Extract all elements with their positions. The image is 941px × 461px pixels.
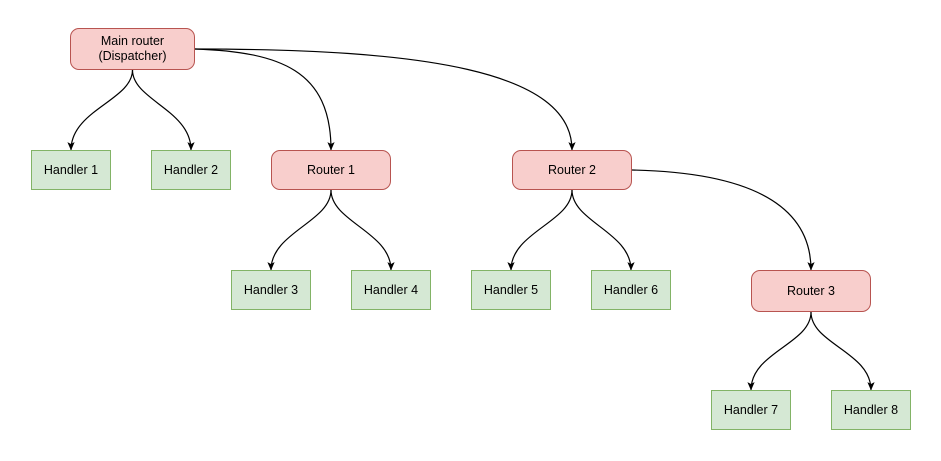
node-label-handler8: Handler 8 bbox=[843, 402, 899, 417]
node-handler1[interactable]: Handler 1 bbox=[31, 150, 111, 190]
node-router3[interactable]: Router 3 bbox=[751, 270, 871, 312]
node-label-main: Main router (Dispatcher) bbox=[98, 34, 167, 63]
node-label-handler2: Handler 2 bbox=[163, 162, 219, 177]
node-label-handler1: Handler 1 bbox=[43, 162, 99, 177]
node-router2[interactable]: Router 2 bbox=[512, 150, 632, 190]
node-label-router1: Router 1 bbox=[307, 162, 355, 177]
edge-router3-to-handler8 bbox=[810, 311, 875, 391]
node-handler6[interactable]: Handler 6 bbox=[591, 270, 671, 310]
node-label-handler5: Handler 5 bbox=[483, 282, 539, 297]
node-handler7[interactable]: Handler 7 bbox=[711, 390, 791, 430]
node-handler5[interactable]: Handler 5 bbox=[471, 270, 551, 310]
node-handler4[interactable]: Handler 4 bbox=[351, 270, 431, 310]
node-handler3[interactable]: Handler 3 bbox=[231, 270, 311, 310]
edge-main-to-router2 bbox=[194, 48, 576, 151]
edges-group bbox=[67, 48, 875, 391]
node-label-handler6: Handler 6 bbox=[603, 282, 659, 297]
edge-router1-to-handler3 bbox=[267, 189, 332, 271]
node-router1[interactable]: Router 1 bbox=[271, 150, 391, 190]
node-label-router2: Router 2 bbox=[548, 162, 596, 177]
node-handler8[interactable]: Handler 8 bbox=[831, 390, 911, 430]
node-label-handler3: Handler 3 bbox=[243, 282, 299, 297]
node-label-handler7: Handler 7 bbox=[723, 402, 779, 417]
edge-main-to-handler1 bbox=[67, 69, 134, 151]
edge-router1-to-handler4 bbox=[330, 189, 395, 271]
node-main[interactable]: Main router (Dispatcher) bbox=[70, 28, 195, 70]
node-handler2[interactable]: Handler 2 bbox=[151, 150, 231, 190]
edge-router2-to-handler6 bbox=[571, 189, 635, 271]
node-label-handler4: Handler 4 bbox=[363, 282, 419, 297]
edge-router3-to-handler7 bbox=[747, 311, 812, 391]
edge-main-to-router1 bbox=[194, 48, 335, 151]
node-label-router3: Router 3 bbox=[787, 283, 835, 298]
edge-main-to-handler2 bbox=[131, 69, 195, 151]
edge-router2-to-handler5 bbox=[507, 189, 573, 271]
edge-router2-to-router3 bbox=[631, 169, 815, 271]
